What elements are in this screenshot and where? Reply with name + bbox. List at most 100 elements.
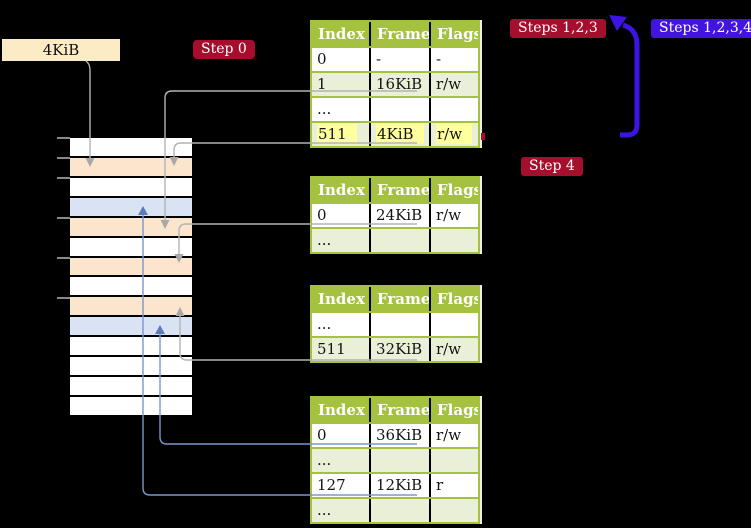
col-header-flags: Flags [429,22,478,46]
cell-flags [429,313,478,336]
col-header-index: Index [318,290,365,308]
page-table-4: Index Frame Flags 0 36KiB r/w ... 127 12… [310,396,480,524]
memory-row [70,337,192,356]
cell-index: 0 [317,426,327,444]
col-header-frame: Frame [369,178,429,202]
cell-flags: r/w [429,73,478,96]
cell-index: ... [317,315,332,333]
cell-flags: r/w [429,204,478,227]
address-tick [57,157,70,159]
arrowhead-upleft-icon [609,15,627,31]
steps1234-badge: Steps 1,2,3,4 [651,19,751,38]
address-tick [57,297,70,299]
highlighted-value: 511 [317,124,357,144]
memory-row [70,317,192,336]
col-header-frame: Frame [369,22,429,46]
table-row: ... [312,227,478,252]
cell-index: 0 [317,206,327,224]
cell-index: 0 [317,50,327,68]
cell-frame: 36KiB [369,424,429,447]
cell-frame [369,98,429,121]
memory-row [70,297,192,316]
table-row: ... [312,497,478,522]
cell-index: 127 [317,476,346,494]
table-header: Index Frame Flags [312,22,478,46]
cell-flags [429,499,478,522]
cell-frame [369,449,429,472]
steps123-badge: Steps 1,2,3 [510,19,606,38]
col-header-index: Index [318,401,365,419]
memory-row [70,377,192,395]
memory-row [70,277,192,296]
table-row-highlighted: 511 4KiB r/w [312,121,478,146]
cell-index: ... [317,231,332,249]
cell-flags: r/w [429,338,478,361]
loop-arrow [620,22,640,138]
cell-frame: 24KiB [369,204,429,227]
cell-index: 511 [317,340,346,358]
col-header-index: Index [318,181,365,199]
table-row: 511 32KiB r/w [312,336,478,361]
table-header: Index Frame Flags [312,178,478,202]
highlighted-value: 4KiB [376,124,424,144]
red-marker [481,133,485,140]
cell-frame: 4KiB [369,123,429,146]
memory-row [70,138,192,156]
memory-row [70,157,192,176]
address-tick [57,177,70,179]
table-row: ... [312,96,478,121]
cell-flags: r/w [429,123,478,146]
cell-index: 1 [317,75,327,93]
memory-row [70,396,192,415]
cell-flags: r [429,474,478,497]
page-table-1: Index Frame Flags 0 - - 1 16KiB r/w ... … [310,20,480,148]
table-row: ... [312,447,478,472]
cell-frame: 16KiB [369,73,429,96]
table-row: 1 16KiB r/w [312,71,478,96]
memory-row [70,177,192,196]
table-header: Index Frame Flags [312,287,478,311]
cell-flags [429,229,478,252]
highlighted-value: r/w [436,124,473,144]
col-header-frame: Frame [369,398,429,422]
memory-row [70,217,192,236]
cell-index: ... [317,100,332,118]
cell-index: ... [317,451,332,469]
memory-row [70,357,192,376]
memory-row [70,257,192,276]
step0-badge: Step 0 [193,40,255,59]
page-table-3: Index Frame Flags ... 511 32KiB r/w [310,285,480,363]
table-row: 127 12KiB r [312,472,478,497]
table-row: 0 24KiB r/w [312,202,478,227]
address-tick [57,137,70,139]
address-tick [57,217,70,219]
col-header-flags: Flags [429,287,478,311]
table-row: 0 36KiB r/w [312,422,478,447]
step4-badge: Step 4 [521,157,583,176]
cell-flags [429,98,478,121]
cell-flags [429,449,478,472]
cell-frame: 32KiB [369,338,429,361]
cell-index: 511 [312,123,369,146]
col-header-frame: Frame [369,287,429,311]
physical-memory-column [70,138,192,415]
address-tick [57,257,70,259]
memory-row [70,197,192,216]
cell-index: ... [317,501,332,519]
frame-size-label: 4KiB [2,39,120,61]
page-table-2: Index Frame Flags 0 24KiB r/w ... [310,176,480,254]
table-header: Index Frame Flags [312,398,478,422]
cell-frame: 12KiB [369,474,429,497]
col-header-flags: Flags [429,398,478,422]
table-row: ... [312,311,478,336]
cell-frame [369,313,429,336]
col-header-flags: Flags [429,178,478,202]
table-row: 0 - - [312,46,478,71]
cell-frame: - [369,48,429,71]
cell-flags: - [429,48,478,71]
memory-row [70,237,192,256]
col-header-index: Index [318,25,365,43]
cell-flags: r/w [429,424,478,447]
cell-frame [369,229,429,252]
